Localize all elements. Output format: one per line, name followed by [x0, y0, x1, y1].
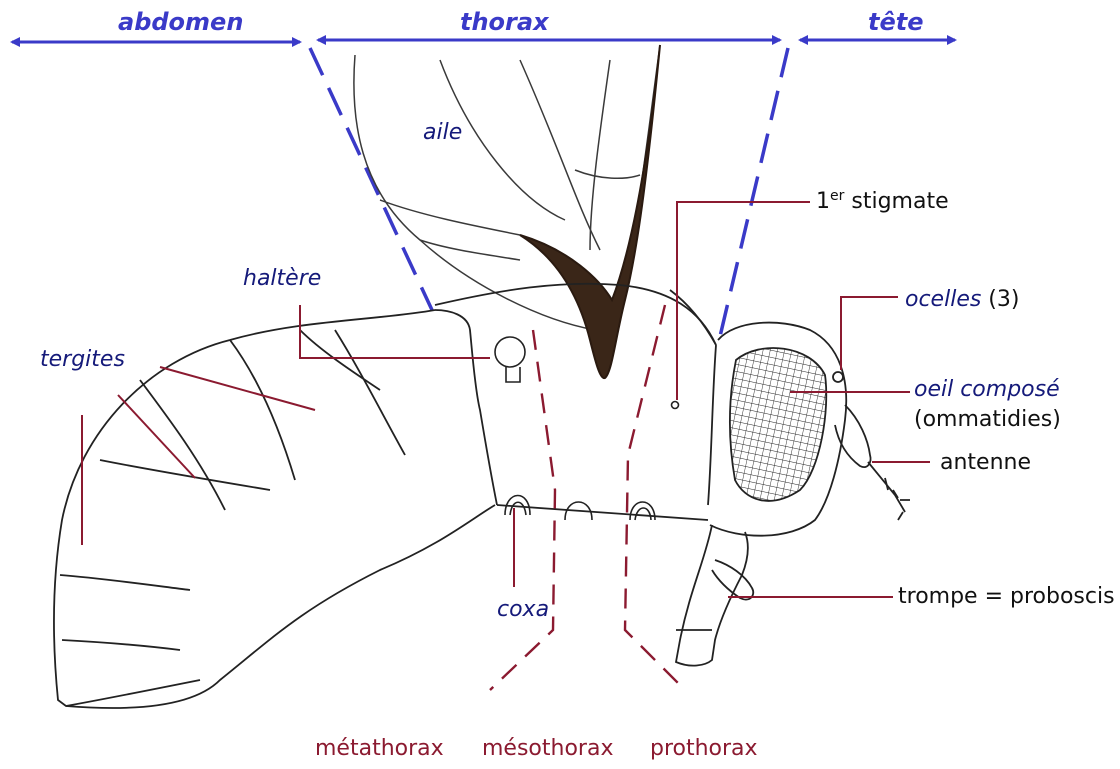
- antenna-label: antenne: [940, 452, 1031, 474]
- head-drawing: [676, 323, 910, 666]
- wing-drawing: [354, 45, 660, 330]
- haltere-leader: [300, 305, 490, 358]
- abdomen-thorax-boundary: [310, 48, 432, 310]
- ocelli-leader: [841, 297, 898, 370]
- abdomen-label: abdomen: [118, 10, 243, 34]
- proboscis-label: trompe = proboscis: [898, 586, 1115, 608]
- metathorax-label: métathorax: [315, 738, 444, 760]
- head-label: tête: [868, 10, 924, 34]
- haltere-drawing: [495, 337, 525, 382]
- thorax-head-boundary: [718, 48, 788, 345]
- wing-label: aile: [423, 122, 462, 144]
- thorax-label: thorax: [460, 10, 549, 34]
- spiracle: [672, 402, 679, 409]
- ommatidia-label: (ommatidies): [914, 409, 1061, 431]
- ocelli-label: ocelles (3): [905, 289, 1019, 311]
- meta-meso-boundary: [490, 330, 555, 690]
- wing-base: [520, 45, 660, 378]
- haltere-label: haltère: [243, 268, 321, 290]
- tergites-leader-1: [160, 367, 315, 410]
- compound-eye-label: oeil composé: [914, 379, 1060, 401]
- prothorax-label: prothorax: [650, 738, 758, 760]
- tergites-label: tergites: [40, 349, 125, 371]
- spiracle-label: 1er stigmate: [816, 191, 949, 213]
- coxa-label: coxa: [497, 599, 549, 621]
- mesothorax-label: mésothorax: [482, 738, 613, 760]
